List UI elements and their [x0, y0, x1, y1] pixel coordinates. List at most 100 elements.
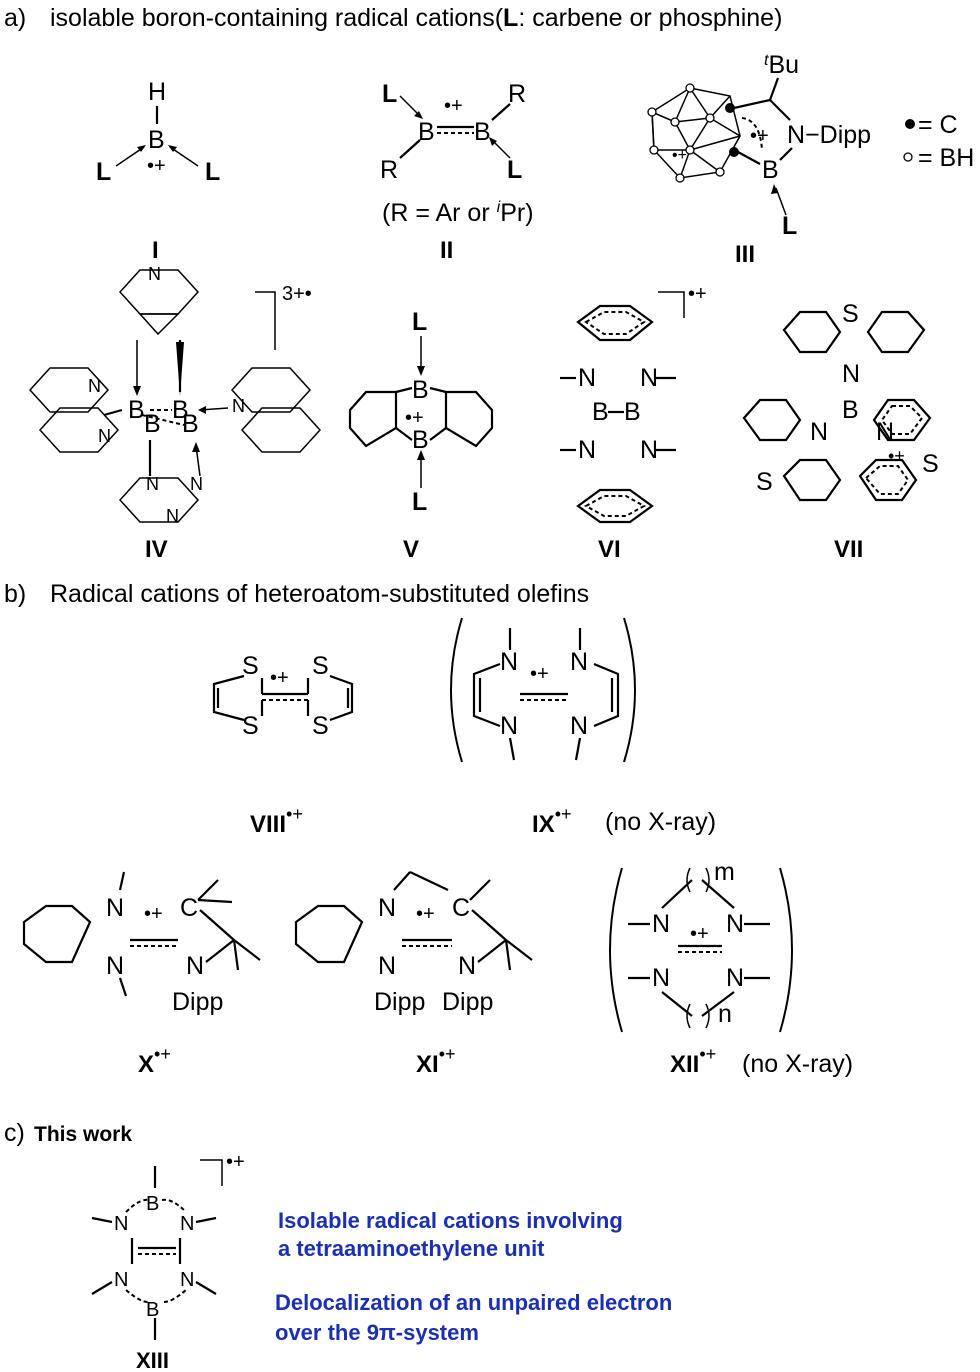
label-IX: IX•+ [532, 804, 572, 838]
section-b-letter: b) [4, 580, 26, 608]
section-b-title: Radical cations of heteroatom-substitute… [50, 580, 589, 608]
structure-VIII: S S S S •+ VIII•+ [212, 652, 354, 838]
structure-II: L B B •+ R R L (R = Ar or iPr) II [380, 80, 534, 264]
svg-text:C: C [180, 894, 198, 922]
svg-text:n: n [718, 1000, 732, 1028]
svg-text:L: L [382, 80, 397, 108]
svg-text:•+: •+ [888, 446, 905, 466]
svg-text:•+: •+ [270, 667, 289, 689]
structure-XIII: B N N N N B •+ XIII [91, 1151, 245, 1372]
svg-text:N: N [640, 436, 658, 464]
svg-text:N: N [232, 396, 245, 416]
svg-text:Dipp: Dipp [374, 988, 425, 1016]
svg-text:N: N [810, 418, 828, 446]
svg-text:B: B [172, 396, 189, 424]
svg-text:N: N [652, 964, 670, 992]
svg-text:S: S [756, 468, 773, 496]
svg-text:N: N [570, 648, 588, 676]
svg-text:L: L [507, 156, 522, 184]
svg-text:R: R [508, 80, 526, 108]
structure-III: •+ tBu N−Dipp •+ B L = C = BH III [647, 51, 974, 268]
svg-text:R: R [380, 156, 398, 184]
highlight-line-3: Delocalization of an unpaired electron [275, 1290, 672, 1315]
structure-VI: N N B B N N •+ VI [560, 283, 707, 563]
svg-text:N: N [186, 952, 204, 980]
svg-text:L: L [412, 488, 427, 516]
svg-text:B: B [624, 398, 641, 426]
svg-text:N: N [842, 360, 860, 388]
svg-text:N: N [180, 1269, 194, 1291]
svg-text:S: S [242, 712, 259, 740]
svg-text:B: B [474, 118, 491, 146]
svg-text:S: S [922, 450, 939, 478]
svg-text:B: B [418, 118, 435, 146]
svg-text:•+: •+ [144, 903, 163, 925]
XII-no-xray: (no X-ray) [742, 1050, 853, 1078]
svg-text:N: N [180, 1213, 194, 1235]
svg-text:S: S [312, 712, 329, 740]
svg-text:•+: •+ [226, 1151, 245, 1173]
svg-text:N: N [146, 474, 159, 494]
svg-text:B: B [182, 410, 199, 438]
structure-X: N N •+ C N Dipp X•+ [22, 871, 261, 1078]
label-XIII: XIII [136, 1348, 169, 1372]
svg-text:N: N [114, 1213, 128, 1235]
svg-text:= C: = C [918, 111, 958, 139]
svg-text:N: N [114, 1269, 128, 1291]
svg-text:B: B [412, 376, 429, 404]
svg-text:•+: •+ [690, 923, 709, 945]
structure-V: L B B •+ L V [348, 308, 494, 563]
svg-text:N: N [570, 712, 588, 740]
svg-text:N: N [378, 952, 396, 980]
svg-text:•+: •+ [688, 283, 707, 305]
svg-text:N: N [166, 506, 179, 526]
label-V: V [403, 536, 419, 563]
label-III: III [735, 241, 755, 268]
svg-text:B: B [148, 126, 165, 154]
highlight-line-1: Isolable radical cations involving [278, 1208, 623, 1233]
structure-IX: N N N N •+ IX•+ (no X-ray) [450, 617, 716, 838]
svg-text:L: L [782, 212, 797, 240]
label-I: I [152, 237, 159, 264]
svg-text:B: B [762, 156, 779, 184]
svg-text:•+: •+ [672, 147, 687, 164]
svg-text:C: C [452, 894, 470, 922]
label-XI: XI•+ [416, 1044, 456, 1078]
svg-text:N−Dipp: N−Dipp [787, 121, 871, 149]
highlight-line-4: over the 9π-system [275, 1320, 479, 1345]
svg-text:N: N [726, 964, 744, 992]
structure-XI: N N •+ C N Dipp Dipp XI•+ [294, 871, 533, 1078]
svg-text:N: N [148, 264, 161, 284]
svg-text:m: m [714, 858, 735, 886]
svg-text:•+: •+ [530, 663, 549, 685]
svg-text:H: H [148, 78, 166, 106]
svg-text:N: N [458, 952, 476, 980]
svg-text:•+: •+ [405, 407, 424, 429]
svg-text:N: N [876, 418, 894, 446]
svg-text:B: B [592, 398, 609, 426]
svg-text:L: L [205, 158, 220, 186]
svg-text:N: N [652, 910, 670, 938]
structure-VII: S N B N N S S •+ VII [742, 300, 939, 563]
svg-text:N: N [98, 426, 111, 446]
svg-text:B: B [842, 396, 859, 424]
structure-I: H B L L •+ I [96, 78, 220, 264]
section-c-title: This work [34, 1123, 132, 1146]
label-VII: VII [834, 536, 863, 563]
IX-no-xray: (no X-ray) [605, 808, 716, 836]
svg-text:N: N [578, 436, 596, 464]
highlight-line-2: a tetraaminoethylene unit [278, 1236, 545, 1261]
svg-text:N: N [578, 364, 596, 392]
svg-text:N: N [500, 648, 518, 676]
structure-XII: N N N N •+ m n XII•+ (no X-ray) [609, 858, 853, 1078]
label-VI: VI [598, 536, 621, 563]
svg-text:B: B [412, 426, 429, 454]
section-a-letter: a) [4, 4, 26, 32]
svg-text:S: S [242, 652, 259, 680]
svg-text:= BH: = BH [918, 144, 974, 172]
svg-text:N: N [190, 474, 203, 494]
svg-text:B: B [128, 396, 145, 424]
svg-text:3+•: 3+• [282, 283, 312, 305]
svg-text:tBu: tBu [764, 51, 799, 79]
label-X: X•+ [138, 1044, 171, 1078]
